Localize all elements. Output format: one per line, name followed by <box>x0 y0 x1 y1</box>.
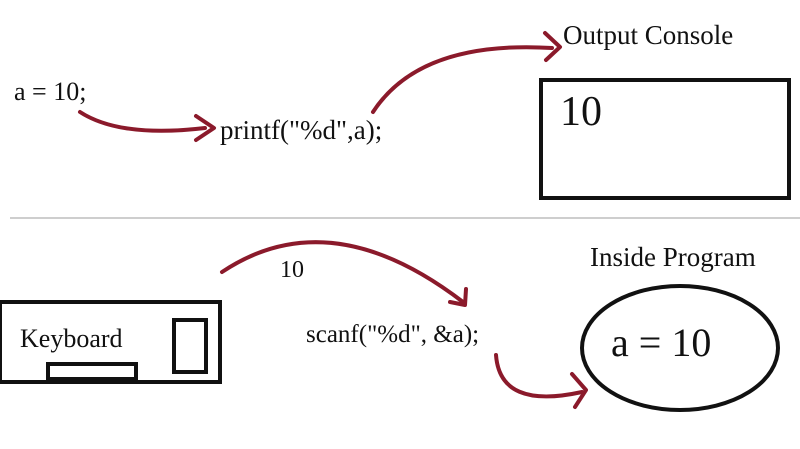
keyboard-spacebar <box>46 362 138 381</box>
memory-title: Inside Program <box>590 242 756 272</box>
console-output-value: 10 <box>560 89 602 135</box>
assignment-statement: a = 10; <box>14 77 86 106</box>
printf-to-console-arrowhead <box>543 31 562 62</box>
keyboard-label: Keyboard <box>20 324 123 353</box>
assignment-to-printf-arrowhead <box>194 114 216 142</box>
keyboard-to-scanf-arrow <box>220 240 465 304</box>
scanf-to-memory-arrowhead <box>570 372 588 409</box>
printf-statement: printf("%d",a); <box>220 115 382 145</box>
console-title: Output Console <box>563 20 733 50</box>
program-memory-ellipse <box>580 284 780 412</box>
scanf-statement: scanf("%d", &a); <box>306 321 479 348</box>
output-console-box <box>539 78 791 200</box>
keyboard-body <box>0 300 222 384</box>
printf-to-console-arrow <box>371 45 554 114</box>
scanf-to-memory-arrow <box>494 353 584 399</box>
memory-variable-value: a = 10 <box>611 320 711 365</box>
assignment-to-printf-arrow <box>78 110 207 133</box>
keyboard-input-value: 10 <box>280 257 304 283</box>
keyboard-key <box>172 318 208 374</box>
keyboard-to-scanf-arrowhead <box>448 287 468 307</box>
